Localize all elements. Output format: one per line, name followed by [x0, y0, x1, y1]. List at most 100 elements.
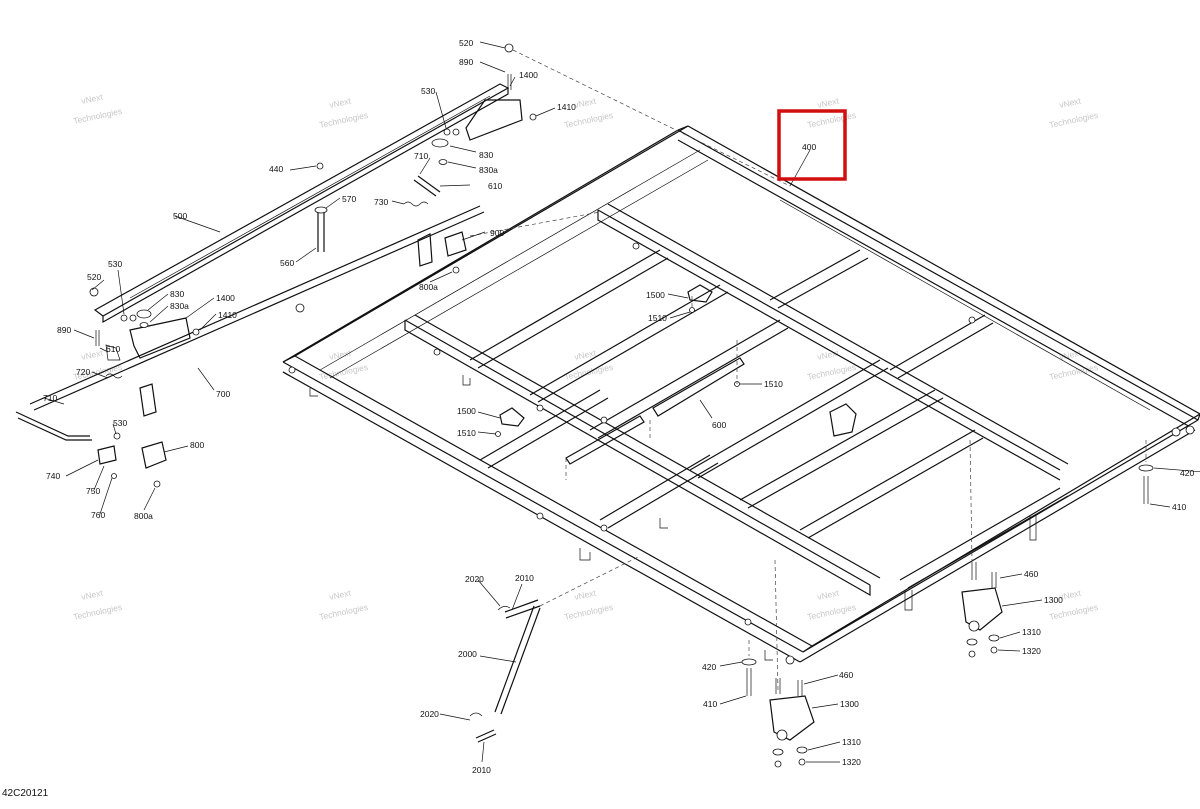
watermark: vNext Technologies	[563, 96, 614, 130]
cross-member-f	[479, 389, 609, 469]
bolt-800a	[153, 480, 161, 488]
callout-label: 830	[479, 150, 493, 160]
rod-710-handle	[15, 411, 92, 441]
callout-label: 1320	[842, 757, 861, 767]
callout-label: 900	[490, 228, 504, 238]
screw-760	[111, 473, 117, 479]
svg-text:vNext: vNext	[80, 588, 104, 602]
stud-460	[775, 678, 781, 694]
watermark: vNext Technologies	[563, 348, 614, 382]
svg-text:vNext: vNext	[816, 348, 840, 362]
rail-500	[93, 83, 510, 324]
plate	[565, 415, 645, 465]
cross-member-h	[739, 389, 944, 509]
svg-text:vNext: vNext	[1058, 96, 1082, 110]
callout-label: 560	[280, 258, 294, 268]
bolt-1410	[192, 328, 200, 336]
cross-member-c	[589, 319, 789, 439]
washer-830a	[438, 159, 448, 165]
right-end-rail	[799, 413, 1200, 663]
plate-1400	[465, 99, 523, 141]
callout-label: 610	[106, 344, 120, 354]
svg-text:Technologies: Technologies	[563, 602, 614, 622]
bolt-560	[317, 210, 325, 252]
callout-label: 1300	[840, 699, 859, 709]
watermark: vNext Technologies	[1048, 96, 1099, 130]
callout-label-400: 400	[802, 142, 816, 152]
callout-label: 460	[839, 670, 853, 680]
washer-570	[314, 206, 328, 214]
callout-label: 740	[46, 471, 60, 481]
watermark: vNext Technologies	[318, 588, 369, 622]
frame-hole	[600, 416, 608, 424]
callout-label: 410	[1172, 502, 1186, 512]
frame-leg	[309, 388, 318, 397]
callout-label: 1510	[457, 428, 476, 438]
frame-hole	[433, 348, 441, 356]
bolt-800a	[452, 266, 460, 274]
bolt-890	[95, 330, 100, 346]
watermark: vNext Technologies	[806, 588, 857, 622]
watermark: vNext Technologies	[318, 348, 369, 382]
frame-leg	[659, 518, 668, 529]
lever-900	[417, 233, 433, 267]
nut-1320	[774, 760, 782, 768]
callout-label: 2000	[458, 649, 477, 659]
cross-member-b	[529, 284, 729, 403]
gas-strut-2000	[494, 605, 541, 715]
clip-2020	[497, 606, 511, 611]
pin-2010	[475, 729, 497, 743]
svg-text:vNext: vNext	[328, 588, 352, 602]
frame-hole	[536, 512, 544, 520]
svg-text:Technologies: Technologies	[318, 602, 369, 622]
svg-text:vNext: vNext	[816, 588, 840, 602]
frame-hole	[744, 618, 752, 626]
svg-text:vNext: vNext	[573, 348, 597, 362]
clip-610	[105, 344, 121, 361]
frame-leg	[904, 590, 913, 611]
washer-420	[741, 658, 757, 666]
watermark: vNext Technologies	[72, 92, 123, 126]
highlighted-callout-400[interactable]: 400	[777, 109, 847, 181]
assembly-lines	[469, 49, 1147, 691]
svg-text:vNext: vNext	[816, 96, 840, 110]
bracket-1500	[687, 284, 713, 303]
frame-hole	[632, 242, 640, 250]
callout-label: 1400	[519, 70, 538, 80]
callout-label: 1410	[557, 102, 576, 112]
bracket	[829, 403, 857, 437]
svg-text:vNext: vNext	[1058, 348, 1082, 362]
callout-label: 420	[1180, 468, 1194, 478]
assembly-line	[469, 211, 601, 237]
frame-leg	[764, 650, 773, 661]
stud-460	[971, 562, 977, 580]
cross-member-i	[799, 429, 984, 539]
watermark: vNext Technologies	[806, 348, 857, 382]
callout-label: 1310	[1022, 627, 1041, 637]
gas-strut-assembly	[469, 599, 541, 743]
cross-member-k	[899, 487, 1069, 589]
highlight-box[interactable]	[777, 109, 847, 181]
bracket-740	[97, 445, 117, 465]
frame-leg	[462, 375, 471, 386]
callout-label: 610	[488, 181, 502, 191]
bolt-1510	[689, 307, 695, 313]
nut-520	[89, 287, 99, 297]
assembly-line	[774, 559, 779, 691]
svg-text:Technologies: Technologies	[318, 362, 369, 382]
callout-label: 1510	[764, 379, 783, 389]
callout-label: 500	[173, 211, 187, 221]
watermark: vNext Technologies	[318, 96, 369, 130]
callout-label: 530	[421, 86, 435, 96]
callout-label: 410	[703, 699, 717, 709]
svg-text:Technologies: Technologies	[1048, 110, 1099, 130]
watermark: vNext Technologies	[563, 588, 614, 622]
long-member-1	[404, 314, 881, 597]
hinge-1300-bore	[776, 729, 788, 741]
callout-label: 800a	[419, 282, 438, 292]
frame-leg	[1029, 515, 1037, 541]
washer-1310	[796, 746, 808, 754]
nut-1320	[798, 758, 806, 766]
callout-label: 1500	[457, 406, 476, 416]
